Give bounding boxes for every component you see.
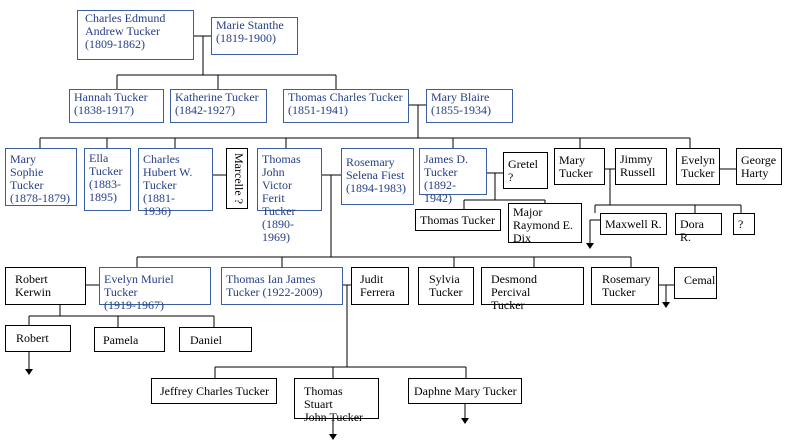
person-mary-sophie-tucker: Mary Sophie Tucker (1878-1879) [5, 148, 77, 206]
person-evelyn-tucker: Evelyn Tucker [676, 148, 720, 185]
person-thomas-stuart-john-tucker: Thomas Stuart John Tucker [294, 378, 379, 424]
person-thomas-john-victor-ferit-tucker: Thomas John Victor Ferit Tucker (1890-19… [257, 148, 322, 244]
person-unknown: ? [733, 213, 755, 235]
person-maxwell-r: Maxwell R. [600, 213, 667, 235]
person-evelyn-muriel-tucker: Evelyn Muriel Tucker (1919-1967) [99, 267, 211, 312]
person-robert: Robert [5, 325, 71, 352]
person-charles-edmund-andrew-tucker: Charles Edmund Andrew Tucker (1809-1862) [77, 10, 194, 60]
person-james-d-tucker: James D. Tucker (1892-1942) [419, 148, 487, 205]
person-thomas-ian-james-tucker: Thomas Ian James Tucker (1922-2009) [221, 267, 343, 305]
person-marcelle: Marcelle ? [226, 148, 248, 209]
person-major-raymond-e-dix: Major Raymond E. Dix [508, 203, 582, 245]
person-mary-blaire: Mary Blaire (1855-1934) [426, 89, 513, 123]
person-judit-ferrera: Judit Ferrera [351, 267, 409, 305]
person-george-harty: George Harty [736, 148, 782, 185]
person-marie-stanthe: Marie Stanthe (1819-1900) [211, 17, 298, 55]
person-robert-kerwin: Robert Kerwin [5, 267, 86, 305]
person-thomas-tucker: Thomas Tucker [415, 209, 501, 231]
person-sylvia-tucker: Sylvia Tucker [418, 267, 474, 305]
person-daniel: Daniel [179, 327, 252, 352]
person-cemal: Cemal [674, 267, 717, 299]
person-ella-tucker: Ella Tucker (1883- 1895) [84, 148, 131, 211]
person-hannah-tucker: Hannah Tucker (1838-1917) [69, 89, 164, 123]
person-katherine-tucker: Katherine Tucker (1842-1927) [170, 89, 267, 123]
person-dora-r: Dora R. [675, 213, 722, 244]
person-desmond-percival-tucker: Desmond Percival Tucker [481, 267, 584, 312]
person-charles-hubert-w-tucker: Charles Hubert W. Tucker (1881- 1936) [138, 148, 213, 218]
person-rosemary-selena-fiest: Rosemary Selena Fiest (1894-1983) [341, 148, 414, 205]
person-daphne-mary-tucker: Daphne Mary Tucker [408, 378, 522, 404]
person-gretel: Gretel ? [503, 152, 548, 189]
person-mary-tucker: Mary Tucker [554, 148, 605, 185]
person-thomas-charles-tucker: Thomas Charles Tucker (1851-1941) [283, 89, 409, 123]
person-jimmy-russell: Jimmy Russell [615, 148, 667, 185]
person-rosemary-tucker: Rosemary Tucker [591, 267, 659, 305]
person-pamela: Pamela [94, 327, 165, 352]
person-jeffrey-charles-tucker: Jeffrey Charles Tucker [151, 378, 277, 404]
